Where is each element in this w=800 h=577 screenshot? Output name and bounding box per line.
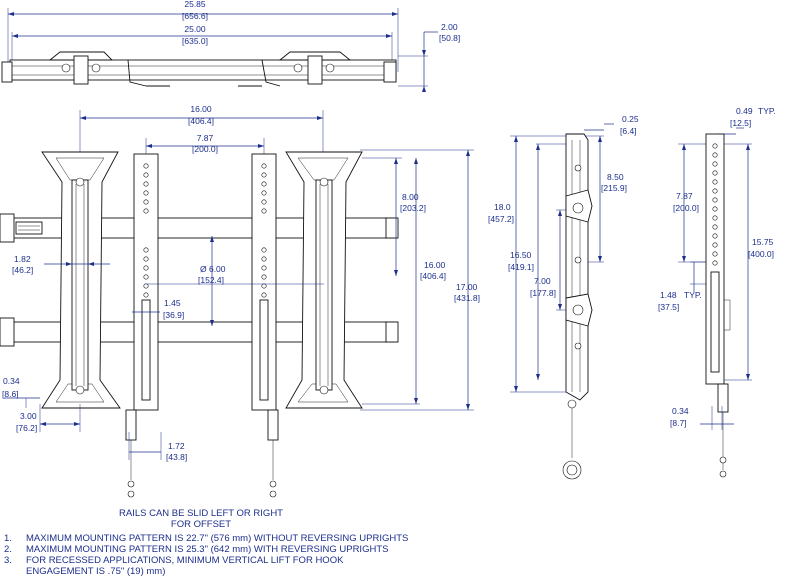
v1600-mm: [406.4] bbox=[420, 271, 446, 281]
d034a-dim: 0.34 bbox=[3, 376, 20, 386]
upright-view: 0.49 TYP. [12.5] 7.87 [200.0] 15.75 [400… bbox=[658, 106, 776, 478]
d300-dim: 3.00 bbox=[20, 411, 37, 421]
d182-mm: [46.2] bbox=[12, 265, 33, 275]
d145-dim: 1.45 bbox=[164, 298, 181, 308]
r1575-mm: [400.0] bbox=[748, 249, 774, 259]
top-view: 25.85 [656.6] 25.00 [635.0] 2.00 [50.8] bbox=[1, 0, 460, 92]
note-num: 2. bbox=[4, 544, 12, 555]
r049-dim: 0.49 bbox=[736, 106, 753, 116]
side-view: 18.0 [457.2] 16.50 [419.1] 7.00 [177.8] … bbox=[488, 114, 639, 480]
r1575-dim: 15.75 bbox=[752, 237, 774, 247]
note-text: MAXIMUM MOUNTING PATTERN IS 25.3" (642 m… bbox=[26, 544, 388, 555]
upright-gap-dim: 7.87 bbox=[197, 133, 214, 143]
r787-mm: [200.0] bbox=[673, 203, 699, 213]
note-num: 1. bbox=[4, 533, 12, 544]
pattern16-mm: [406.4] bbox=[188, 116, 214, 126]
overall-width-dim: 25.85 bbox=[184, 0, 206, 9]
note-num: 3. bbox=[4, 555, 12, 566]
rail-width-mm: [635.0] bbox=[182, 36, 208, 46]
d145-mm: [36.9] bbox=[163, 310, 184, 320]
side025-dim: 0.25 bbox=[622, 114, 639, 124]
side025-mm: [6.4] bbox=[620, 126, 637, 136]
r148-dim: 1.48 bbox=[660, 290, 677, 300]
r148-typ: TYP. bbox=[684, 290, 702, 300]
side180-dim: 18.0 bbox=[494, 202, 511, 212]
upright-holes-left bbox=[143, 163, 149, 298]
r049-mm: [12.5] bbox=[730, 118, 751, 128]
note-text: MAXIMUM MOUNTING PATTERN IS 22.7" (576 m… bbox=[26, 533, 408, 544]
note-text: FOR RECESSED APPLICATIONS, MINIMUM VERTI… bbox=[26, 555, 344, 566]
side700-mm: [177.8] bbox=[530, 288, 556, 298]
v1700-mm: [431.8] bbox=[454, 293, 480, 303]
notes-list: 1. MAXIMUM MOUNTING PATTERN IS 22.7" (57… bbox=[4, 533, 408, 577]
v1700-dim: 17.00 bbox=[456, 282, 478, 292]
upright-holes-right bbox=[261, 163, 267, 298]
r787-dim: 7.87 bbox=[676, 191, 693, 201]
side700-dim: 7.00 bbox=[534, 276, 551, 286]
d172-mm: [43.8] bbox=[166, 452, 187, 462]
upright-gap-mm: [200.0] bbox=[192, 144, 218, 154]
caption-line-1: RAILS CAN BE SLID LEFT OR RIGHT bbox=[119, 508, 283, 519]
r034-dim: 0.34 bbox=[672, 406, 689, 416]
side1650-mm: [419.1] bbox=[508, 262, 534, 272]
d034a-mm: [8.6] bbox=[2, 389, 19, 399]
d800-dim: 8.00 bbox=[402, 192, 419, 202]
side850-dim: 8.50 bbox=[607, 172, 624, 182]
pattern16-dim: 16.00 bbox=[190, 104, 212, 114]
side180-mm: [457.2] bbox=[488, 214, 514, 224]
depth-dim: 2.00 bbox=[441, 22, 458, 32]
d172-dim: 1.72 bbox=[168, 441, 185, 451]
r148-mm: [37.5] bbox=[658, 302, 679, 312]
d182-dim: 1.82 bbox=[14, 254, 31, 264]
dia600-mm: [152.4] bbox=[198, 275, 224, 285]
side850-mm: [215.9] bbox=[601, 183, 627, 193]
front-view: 16.00 [406.4] 7.87 [200.0] bbox=[0, 104, 480, 498]
r049-typ: TYP. bbox=[758, 106, 776, 116]
upright-side-holes bbox=[712, 143, 718, 266]
depth-mm: [50.8] bbox=[439, 33, 460, 43]
side1650-dim: 16.50 bbox=[510, 250, 532, 260]
caption-line-2: FOR OFFSET bbox=[171, 519, 231, 530]
d800-mm: [203.2] bbox=[400, 203, 426, 213]
note-text: ENGAGEMENT IS .75" (19) mm) bbox=[26, 566, 165, 577]
dia600-dim: Ø 6.00 bbox=[200, 264, 226, 274]
v1600-dim: 16.00 bbox=[424, 260, 446, 270]
rail-width-dim: 25.00 bbox=[184, 24, 206, 34]
r034-mm: [8.7] bbox=[670, 418, 687, 428]
d300-mm: [76.2] bbox=[16, 423, 37, 433]
overall-width-mm: [656.6] bbox=[182, 11, 208, 21]
